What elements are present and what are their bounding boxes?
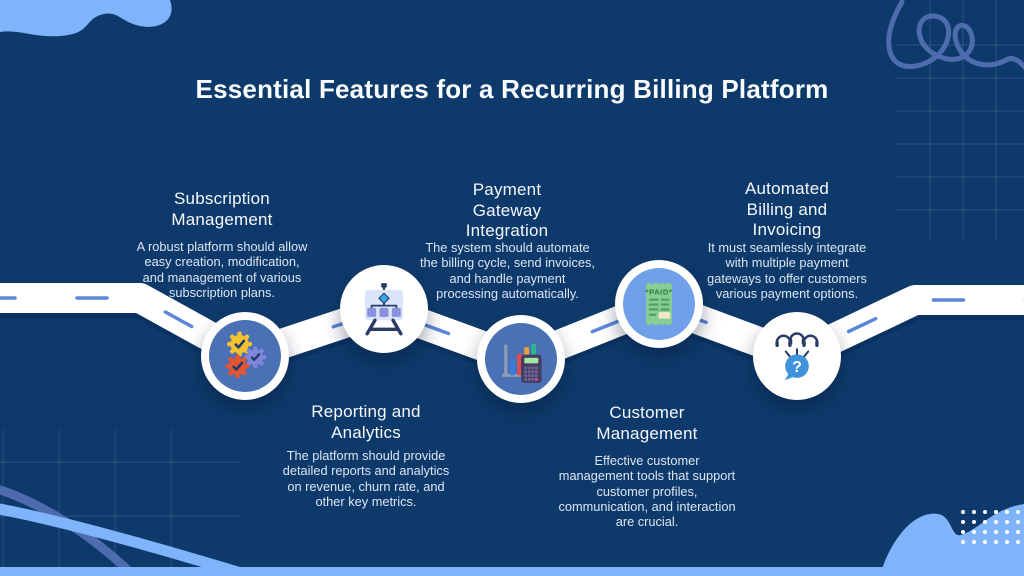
squiggle-line <box>886 0 1024 71</box>
bar-chart-calculator-icon <box>502 343 542 383</box>
node-automated-billing-invoicing: ? <box>753 312 841 400</box>
page-title: Essential Features for a Recurring Billi… <box>195 74 829 104</box>
feature-heading-payment-gateway-integration: Payment Gateway Integration <box>465 180 549 241</box>
question-mark-text: ? <box>792 359 802 376</box>
paid-receipt-icon: *PAID* <box>646 282 673 326</box>
bottom-strip <box>0 567 1024 576</box>
top-right-grid <box>896 0 1024 240</box>
customer-support-icon: ? <box>775 332 819 381</box>
node-customer-management: *PAID* <box>615 260 703 348</box>
feature-body-reporting-analytics: The platform should provide detailed rep… <box>282 448 450 510</box>
paid-stamp-text: *PAID* <box>646 287 673 296</box>
feature-heading-subscription-management: Subscription Management <box>171 189 273 229</box>
gears-icon <box>225 331 267 379</box>
feature-heading-customer-management: Customer Management <box>596 403 698 443</box>
feature-body-payment-gateway-integration: The system should automate the billing c… <box>420 240 595 302</box>
top-left-blob-shape <box>0 0 172 37</box>
feature-heading-automated-billing-invoicing: Automated Billing and Invoicing <box>744 179 830 240</box>
presentation-org-chart-icon <box>364 283 404 336</box>
feature-body-customer-management: Effective customer management tools that… <box>558 453 736 530</box>
feature-body-automated-billing-invoicing: It must seamlessly integrate with multip… <box>707 240 867 302</box>
feature-heading-reporting-analytics: Reporting and Analytics <box>311 402 421 442</box>
node-subscription-management <box>201 312 289 400</box>
bottom-left-arcs <box>0 485 270 576</box>
node-payment-gateway-integration <box>477 315 565 403</box>
node-reporting-analytics <box>340 265 428 353</box>
feature-body-subscription-management: A robust platform should allow easy crea… <box>136 239 308 301</box>
bottom-right-blob-shape <box>880 504 1024 576</box>
